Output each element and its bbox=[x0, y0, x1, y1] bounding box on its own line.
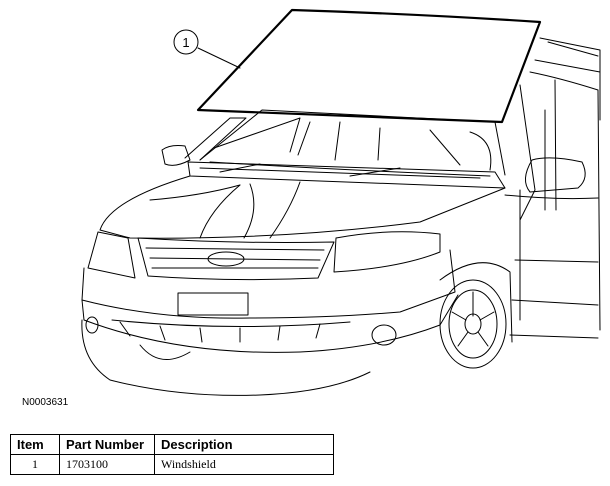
figure-id: N0003631 bbox=[22, 397, 69, 408]
table-header-row: Item Part Number Description bbox=[10, 434, 334, 455]
callout-number: 1 bbox=[182, 35, 189, 50]
grille bbox=[137, 237, 335, 281]
parts-table: Item Part Number Description 1 1703100 W… bbox=[10, 434, 334, 475]
column-header-item: Item bbox=[10, 434, 60, 455]
column-header-description: Description bbox=[154, 434, 334, 455]
license-plate bbox=[177, 292, 249, 316]
table-row: 1 1703100 Windshield bbox=[10, 454, 334, 475]
cell-part-number: 1703100 bbox=[59, 454, 155, 475]
callout-bubble bbox=[173, 29, 199, 55]
windshield-part bbox=[196, 8, 542, 124]
fog-lamp-left bbox=[85, 316, 99, 334]
cell-item: 1 bbox=[10, 454, 60, 475]
cell-description: Windshield bbox=[154, 454, 334, 475]
fog-lamp-right bbox=[371, 324, 397, 346]
vehicle-body bbox=[81, 37, 601, 396]
vehicle-windshield-illustration: 1 bbox=[81, 8, 601, 396]
front-wheel bbox=[439, 279, 507, 369]
column-header-part-number: Part Number bbox=[59, 434, 155, 455]
brand-emblem bbox=[207, 251, 245, 267]
callout-leader bbox=[197, 47, 241, 69]
